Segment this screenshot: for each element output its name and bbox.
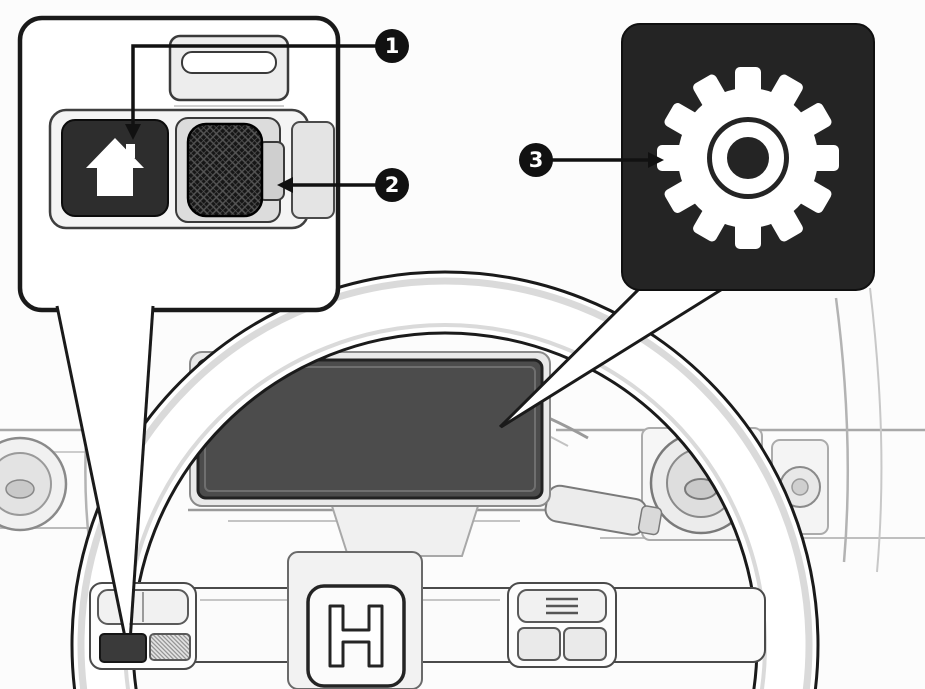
left-pod-bottom-buttons — [99, 633, 191, 663]
steering-column-shroud — [330, 505, 480, 557]
callout-1-arrow — [125, 124, 141, 140]
home-button — [61, 119, 169, 217]
callout-3-arrow — [648, 152, 664, 168]
left-air-vent — [0, 436, 68, 532]
wheel-rim — [72, 272, 818, 689]
right-spoke-button-pod — [507, 582, 617, 668]
settings-tile — [621, 23, 875, 291]
honda-logo — [306, 584, 406, 688]
home-icon — [86, 138, 144, 196]
instrument-cluster — [189, 351, 551, 507]
hamburger-icon — [546, 597, 578, 615]
zoom-callout-bubble — [17, 15, 341, 313]
highlighted-home-button — [99, 633, 147, 663]
callout-1-badge: 1 — [375, 29, 409, 63]
gear-icon — [657, 67, 839, 249]
selector-wheel-thumb — [149, 633, 191, 661]
callout-3-badge: 3 — [519, 143, 553, 177]
callout-2-arrow — [277, 177, 293, 193]
steering-trim-piece — [168, 34, 290, 107]
honda-h-icon — [328, 604, 384, 668]
callout-leader-lines — [131, 44, 648, 187]
callout-1-leader-line — [131, 44, 376, 124]
settings-tile-pointer — [498, 286, 725, 429]
selector-wheel-knurl — [186, 122, 264, 218]
callout-2-badge: 2 — [375, 168, 409, 202]
callout-arrowheads — [125, 124, 664, 193]
left-selector-wheel — [175, 117, 285, 223]
callout-tail — [55, 305, 155, 645]
